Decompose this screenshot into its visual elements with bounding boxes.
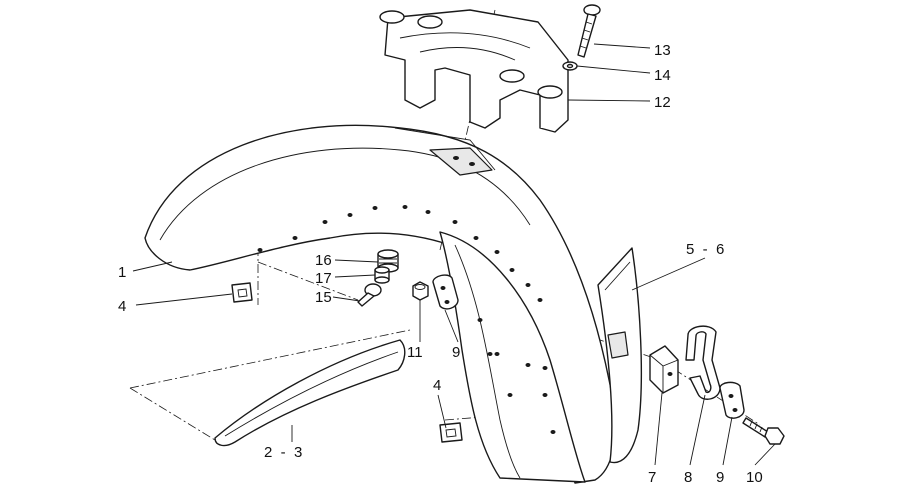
callout-12: 12 (654, 94, 671, 111)
fender-side-trim-part-2-3 (214, 339, 406, 447)
callout-labels: 13 14 12 1 16 17 15 4 11 9 5 - 6 2 - 3 4… (118, 42, 763, 486)
callout-5-6: 5 - 6 (686, 241, 724, 258)
washer-part-14 (562, 61, 578, 71)
callout-4-lower: 4 (433, 377, 441, 394)
spring-clip-part-8 (685, 325, 721, 400)
callout-14: 14 (654, 67, 671, 84)
bracket-part-9-upper (432, 274, 459, 310)
callout-9-lower: 9 (716, 469, 724, 486)
callout-11: 11 (407, 344, 423, 361)
callout-1: 1 (118, 264, 126, 281)
bolt-part-13 (577, 4, 601, 58)
spacer-part-17 (374, 266, 390, 284)
callout-10: 10 (746, 469, 763, 486)
front-fender-part-1 (144, 124, 616, 484)
fender-rivet-holes (257, 205, 556, 434)
callout-4-upper: 4 (118, 298, 126, 315)
bracket-part-9-lower (719, 381, 745, 419)
callout-2-3: 2 - 3 (264, 444, 302, 461)
clip-nut-part-4-upper (231, 282, 253, 303)
callout-leaders (132, 43, 776, 466)
callout-17: 17 (315, 270, 332, 287)
nut-part-11 (412, 281, 429, 301)
screw-part-15 (357, 283, 382, 307)
rubber-block-part-7 (649, 345, 679, 394)
callout-16: 16 (315, 252, 332, 269)
fender-side-trim-part-5-6 (597, 247, 643, 464)
callout-13: 13 (654, 42, 671, 59)
callout-15: 15 (315, 289, 332, 306)
clip-nut-part-4-lower (439, 422, 463, 443)
callout-7: 7 (648, 469, 656, 486)
callout-9-upper: 9 (452, 344, 460, 361)
fork-bracket-part-12 (379, 9, 569, 133)
callout-8: 8 (684, 469, 692, 486)
bolt-part-10 (742, 417, 785, 445)
